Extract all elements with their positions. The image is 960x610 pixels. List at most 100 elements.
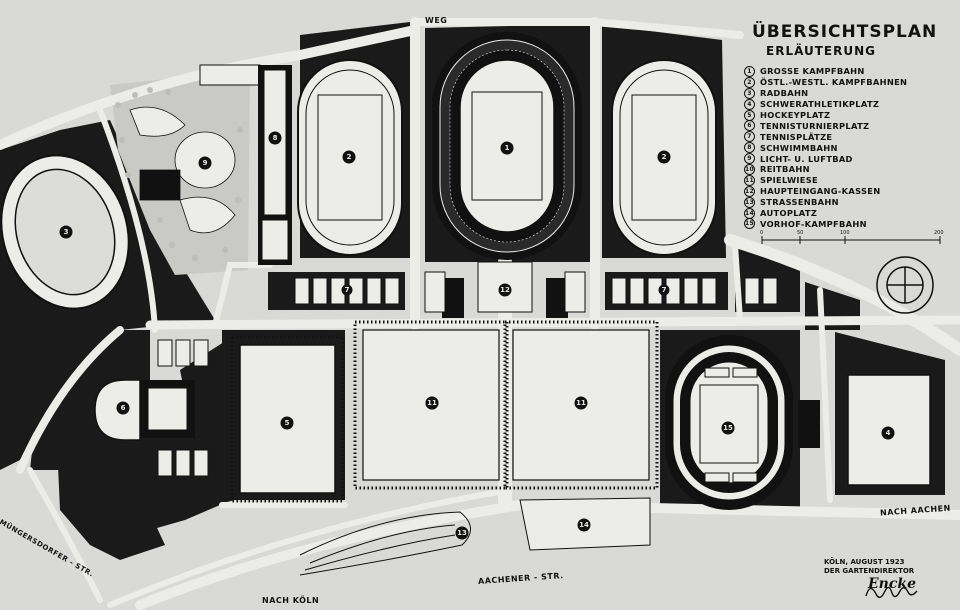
svg-text:2: 2 xyxy=(347,153,352,161)
svg-text:12: 12 xyxy=(500,286,510,294)
play-lawns xyxy=(362,329,650,481)
legend-item-label: TENNISPLÄTZE xyxy=(760,131,833,142)
svg-text:7: 7 xyxy=(345,286,350,294)
legend-item-label: STRASSENBAHN xyxy=(760,197,839,208)
scale-tick-label: 0 xyxy=(760,230,763,236)
legend-item-number: 15 xyxy=(744,218,755,230)
legend-item-label: GROSSE KAMPFBAHN xyxy=(760,66,865,77)
legend-item: 3 RADBAHN xyxy=(744,87,954,99)
svg-text:7: 7 xyxy=(662,286,667,294)
tennis-tournament xyxy=(94,379,195,441)
legend-item-label: AUTOPLATZ xyxy=(760,208,818,219)
marker-pool: 8 xyxy=(268,131,282,145)
marker-west-track: 2 xyxy=(342,150,356,164)
legend-item: 8 SCHWIMMBAHN xyxy=(744,142,954,154)
svg-text:13: 13 xyxy=(457,529,467,537)
tennis-courts xyxy=(157,277,778,477)
scale-bar-labels: 0 50 100 200 xyxy=(760,230,944,236)
legend-item: 12 HAUPTEINGANG-KASSEN xyxy=(744,185,954,197)
marker-tram: 13 xyxy=(455,526,469,540)
legend-item-label: HAUPTEINGANG-KASSEN xyxy=(760,186,881,197)
legend-item: 1 GROSSE KAMPFBAHN xyxy=(744,65,954,77)
legend-item-number: 11 xyxy=(744,174,755,186)
svg-text:11: 11 xyxy=(427,399,437,407)
svg-text:6: 6 xyxy=(121,404,126,412)
svg-text:3: 3 xyxy=(64,228,69,236)
svg-text:2: 2 xyxy=(662,153,667,161)
svg-text:14: 14 xyxy=(579,521,589,529)
svg-text:11: 11 xyxy=(576,399,586,407)
legend-item: 7 TENNISPLÄTZE xyxy=(744,131,954,143)
marker-forecourt-arena: 15 xyxy=(721,421,735,435)
legend-item-number: 13 xyxy=(744,196,755,208)
scale-bar xyxy=(761,236,941,244)
legend-item-number: 4 xyxy=(744,98,755,110)
legend-item: 15 VORHOF-KAMPFBAHN xyxy=(744,218,954,230)
legend-item-number: 3 xyxy=(744,87,755,99)
legend-item-number: 6 xyxy=(744,120,755,132)
marker-play-lawn-east: 11 xyxy=(574,396,588,410)
marker-hockey: 5 xyxy=(280,416,294,430)
legend-item-label: REITBAHN xyxy=(760,164,810,175)
svg-text:1: 1 xyxy=(505,144,510,152)
legend-item-number: 2 xyxy=(744,76,755,88)
legend-item-number: 10 xyxy=(744,163,755,175)
legend-item: 13 STRASSENBAHN xyxy=(744,196,954,208)
legend-item-label: TENNISTURNIERPLATZ xyxy=(760,120,870,131)
signature-block: KÖLN, AUGUST 1923 DER GARTENDIREKTOR Enc… xyxy=(824,558,916,592)
legend-item-label: SCHWIMMBAHN xyxy=(760,142,838,153)
marker-east-track: 2 xyxy=(657,150,671,164)
scale-tick-label: 100 xyxy=(840,230,850,236)
legend-title: ÜBERSICHTSPLAN xyxy=(752,22,938,42)
marker-heavy-athletics: 4 xyxy=(881,426,895,440)
scale-tick-label: 50 xyxy=(797,230,803,236)
legend-subtitle: ERLÄUTERUNG xyxy=(766,44,877,58)
legend-item-label: HOCKEYPLATZ xyxy=(760,110,831,120)
legend: ÜBERSICHTSPLAN ERLÄUTERUNG 1 GROSSE KAMPF… xyxy=(744,22,954,230)
legend-item-number: 12 xyxy=(744,185,755,197)
legend-item: 11 SPIELWIESE xyxy=(744,174,954,186)
legend-item: 4 SCHWERATHLETIKPLATZ xyxy=(744,98,954,110)
legend-item-number: 1 xyxy=(744,65,755,77)
legend-item-label: LICHT- U. LUFTBAD xyxy=(760,153,853,164)
legend-item-number: 14 xyxy=(744,207,755,219)
road-label-nach-koeln: NACH KÖLN xyxy=(262,596,320,605)
legend-item-label: SPIELWIESE xyxy=(760,175,819,186)
signature: Encke xyxy=(868,576,916,592)
author: DER GARTENDIREKTOR xyxy=(824,567,915,575)
marker-main-entrance: 12 xyxy=(498,283,512,297)
legend-item: 2 ÖSTL.-WESTL. KAMPFBAHNEN xyxy=(744,76,954,88)
svg-text:15: 15 xyxy=(723,424,733,432)
signature-mark xyxy=(865,586,918,599)
marker-play-lawn-west: 11 xyxy=(425,396,439,410)
road-label-weg: WEG xyxy=(425,16,448,25)
riding-arena-roundel xyxy=(876,256,934,314)
legend-item-label: ÖSTL.-WESTL. KAMPFBAHNEN xyxy=(760,77,908,88)
svg-text:4: 4 xyxy=(886,429,891,437)
legend-item-number: 8 xyxy=(744,142,755,154)
legend-item: 5 HOCKEYPLATZ xyxy=(744,109,954,121)
legend-item-number: 5 xyxy=(744,109,755,121)
svg-text:8: 8 xyxy=(273,134,278,142)
legend-item: 14 AUTOPLATZ xyxy=(744,207,954,219)
legend-item: 6 TENNISTURNIERPLATZ xyxy=(744,120,954,132)
marker-tennis-tournament: 6 xyxy=(116,401,130,415)
marker-tennis-courts-west: 7 xyxy=(341,284,353,296)
place-date: KÖLN, AUGUST 1923 xyxy=(824,558,905,566)
svg-text:9: 9 xyxy=(203,159,208,167)
marker-tennis-courts-east: 7 xyxy=(658,284,670,296)
legend-item-number: 7 xyxy=(744,131,755,143)
legend-item-label: VORHOF-KAMPFBAHN xyxy=(760,218,867,229)
marker-light-air-bath: 9 xyxy=(198,156,212,170)
legend-item: 10 REITBAHN xyxy=(744,163,954,175)
legend-item-label: SCHWERATHLETIKPLATZ xyxy=(760,99,880,110)
svg-text:5: 5 xyxy=(285,419,290,427)
scale-tick-label: 200 xyxy=(934,230,944,236)
tram-loop xyxy=(299,511,471,576)
legend-list: 1 GROSSE KAMPFBAHN 2 ÖSTL.-WESTL. KAMPFBAHN… xyxy=(744,65,954,230)
legend-item-number: 9 xyxy=(744,153,755,165)
legend-item-label: RADBAHN xyxy=(760,88,809,99)
marker-great-stadium: 1 xyxy=(500,141,514,155)
